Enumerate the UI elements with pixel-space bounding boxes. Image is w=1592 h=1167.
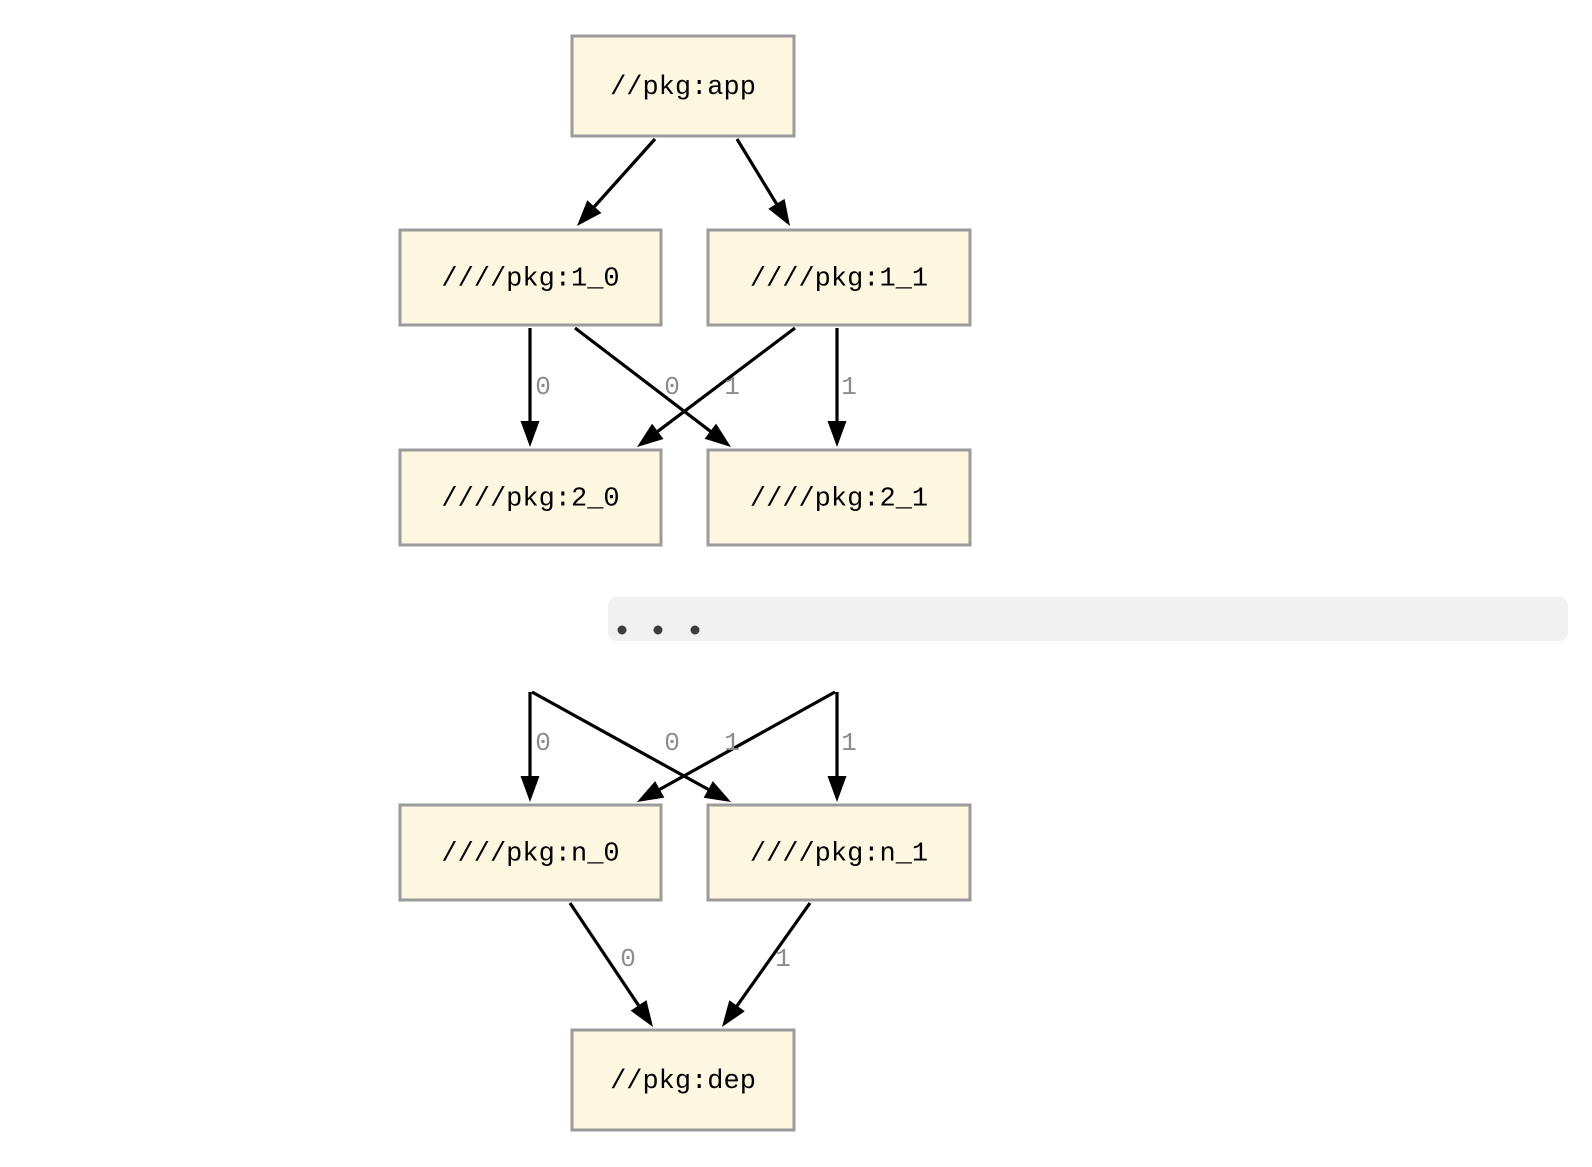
node-box[interactable]: [398, 228, 663, 327]
edge-line: [568, 902, 641, 1008]
ellipsis-dot-0: [617, 625, 627, 635]
edge-elide-n_0: 0: [520, 692, 551, 802]
arrowhead-icon: [637, 781, 665, 802]
edge-1_1-2_1: 1: [827, 328, 857, 447]
arrowhead-icon: [520, 421, 540, 447]
edge-line: [574, 326, 713, 434]
node-box[interactable]: [570, 1028, 796, 1132]
node-n1_1[interactable]: ////pkg:1_1: [706, 228, 972, 327]
node-label: ////pkg:2_0: [441, 485, 619, 515]
ellipsis-dot-1: [653, 625, 663, 635]
node-label: ////pkg:n_1: [750, 840, 928, 870]
arrowhead-icon: [637, 423, 664, 447]
edges-layer: 0 0 1 1 0 0 1 1 0 1: [520, 137, 857, 1027]
edge-1_0-2_0: 0: [520, 328, 551, 447]
node-n1_0[interactable]: ////pkg:1_0: [398, 228, 663, 327]
edge-line: [655, 326, 796, 434]
node-n2_0[interactable]: ////pkg:2_0: [398, 448, 663, 547]
node-label: //pkg:dep: [610, 1067, 756, 1097]
node-box[interactable]: [398, 448, 663, 547]
edge-n_1-dep: 1: [722, 902, 812, 1027]
edge-label: 1: [724, 372, 740, 402]
node-box[interactable]: [570, 34, 796, 138]
edge-label: 0: [535, 728, 551, 758]
edge-line: [591, 137, 657, 210]
node-nn_1[interactable]: ////pkg:n_1: [706, 803, 972, 902]
arrowhead-icon: [703, 781, 731, 802]
node-nn_0[interactable]: ////pkg:n_0: [398, 803, 663, 902]
edge-label: 0: [664, 372, 680, 402]
edge-line: [734, 902, 812, 1009]
ellipsis-dot-2: [690, 625, 700, 635]
node-box[interactable]: [706, 228, 972, 327]
edge-label: 1: [841, 372, 857, 402]
ellipsis-layer: [608, 597, 1568, 641]
node-label: ////pkg:1_1: [750, 265, 928, 295]
edge-elide-n_0b: 1: [637, 690, 836, 802]
nodes-layer: //pkg:app ////pkg:1_0 ////pkg:1_1 ////pkg:2…: [398, 34, 972, 1132]
edge-label: 0: [664, 728, 680, 758]
arrowhead-icon: [722, 1000, 745, 1027]
edge-label: 1: [841, 728, 857, 758]
edge-1_0-2_1: 0: [574, 326, 731, 447]
edge-line: [735, 138, 779, 207]
edge-label: 1: [775, 944, 791, 974]
elided-region-band: [608, 597, 1568, 641]
node-dep[interactable]: //pkg:dep: [570, 1028, 796, 1132]
arrowhead-icon: [827, 776, 847, 802]
edge-app-1_1: [735, 138, 790, 226]
node-label: ////pkg:2_1: [750, 485, 928, 515]
node-label: ////pkg:n_0: [441, 840, 619, 870]
edge-line: [657, 690, 836, 792]
arrowhead-icon: [827, 421, 847, 447]
node-label: //pkg:app: [610, 73, 756, 103]
edge-1_1-2_0: 1: [637, 326, 796, 447]
arrowhead-icon: [577, 200, 602, 226]
arrowhead-icon: [768, 198, 790, 226]
arrowhead-icon: [630, 1000, 653, 1027]
edge-label: 1: [724, 728, 740, 758]
node-box[interactable]: [706, 448, 972, 547]
node-app[interactable]: //pkg:app: [570, 34, 796, 138]
node-box[interactable]: [706, 803, 972, 902]
edge-n_0-dep: 0: [568, 902, 653, 1027]
node-box[interactable]: [398, 803, 663, 902]
edge-elide-n_1: 1: [827, 692, 857, 802]
arrowhead-icon: [520, 776, 540, 802]
arrowhead-icon: [704, 423, 731, 447]
node-label: ////pkg:1_0: [441, 265, 619, 295]
edge-label: 0: [535, 372, 551, 402]
edge-app-1_0: [577, 137, 657, 226]
edge-label: 0: [620, 944, 636, 974]
node-n2_1[interactable]: ////pkg:2_1: [706, 448, 972, 547]
edge-elide-n_1b: 0: [531, 690, 731, 802]
edge-line: [531, 690, 711, 792]
